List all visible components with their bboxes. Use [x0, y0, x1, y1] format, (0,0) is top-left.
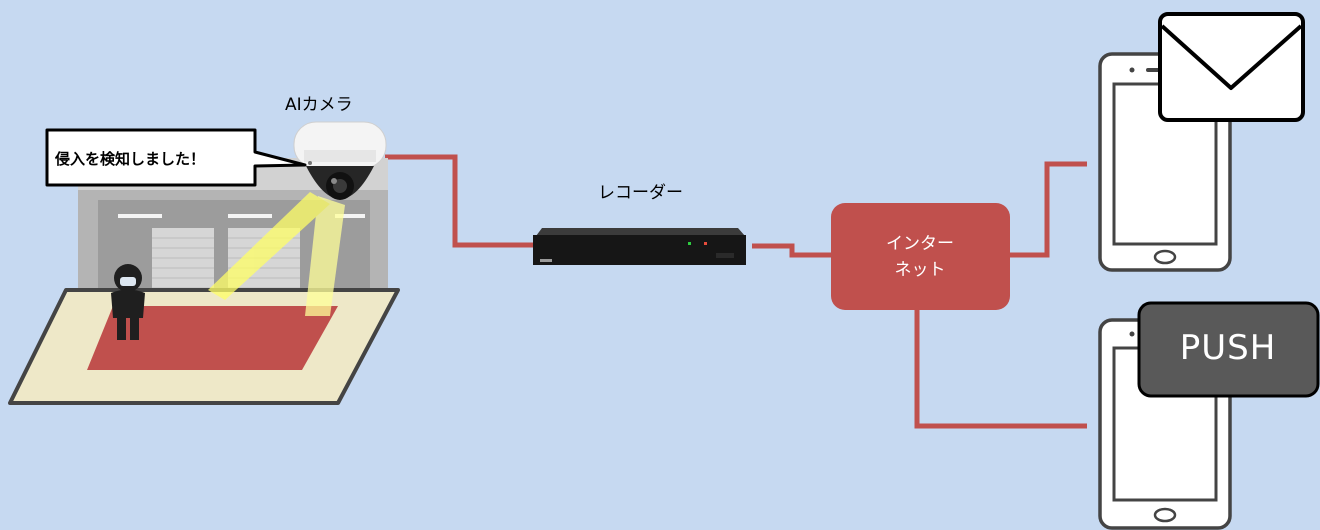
push-badge	[1137, 301, 1320, 398]
camera-to-recorder-line	[385, 154, 535, 248]
internet-label-line1: インター	[886, 234, 954, 254]
envelope-icon	[1158, 12, 1305, 122]
push-label: PUSH	[1179, 328, 1277, 368]
recorder-device-icon	[533, 228, 746, 265]
dome-camera-icon	[293, 121, 387, 200]
connector-lines	[385, 154, 1087, 429]
internet-to-phone-top-line	[1010, 161, 1087, 258]
internet-label: インター ネット	[831, 231, 1009, 283]
recorder-label: レコーダー	[598, 183, 683, 203]
detection-zone	[87, 306, 338, 370]
camera-light-beams	[208, 192, 345, 316]
internet-to-phone-bottom-line	[914, 310, 1087, 429]
intruder-figure	[111, 264, 145, 340]
camera-label: AIカメラ	[285, 95, 353, 115]
recorder-to-internet-line	[752, 243, 832, 258]
alert-message: 侵入を検知しました！	[55, 150, 206, 168]
internet-node	[831, 203, 1010, 310]
alert-callout-bubble	[45, 128, 307, 187]
internet-label-line2: ネット	[894, 260, 946, 280]
